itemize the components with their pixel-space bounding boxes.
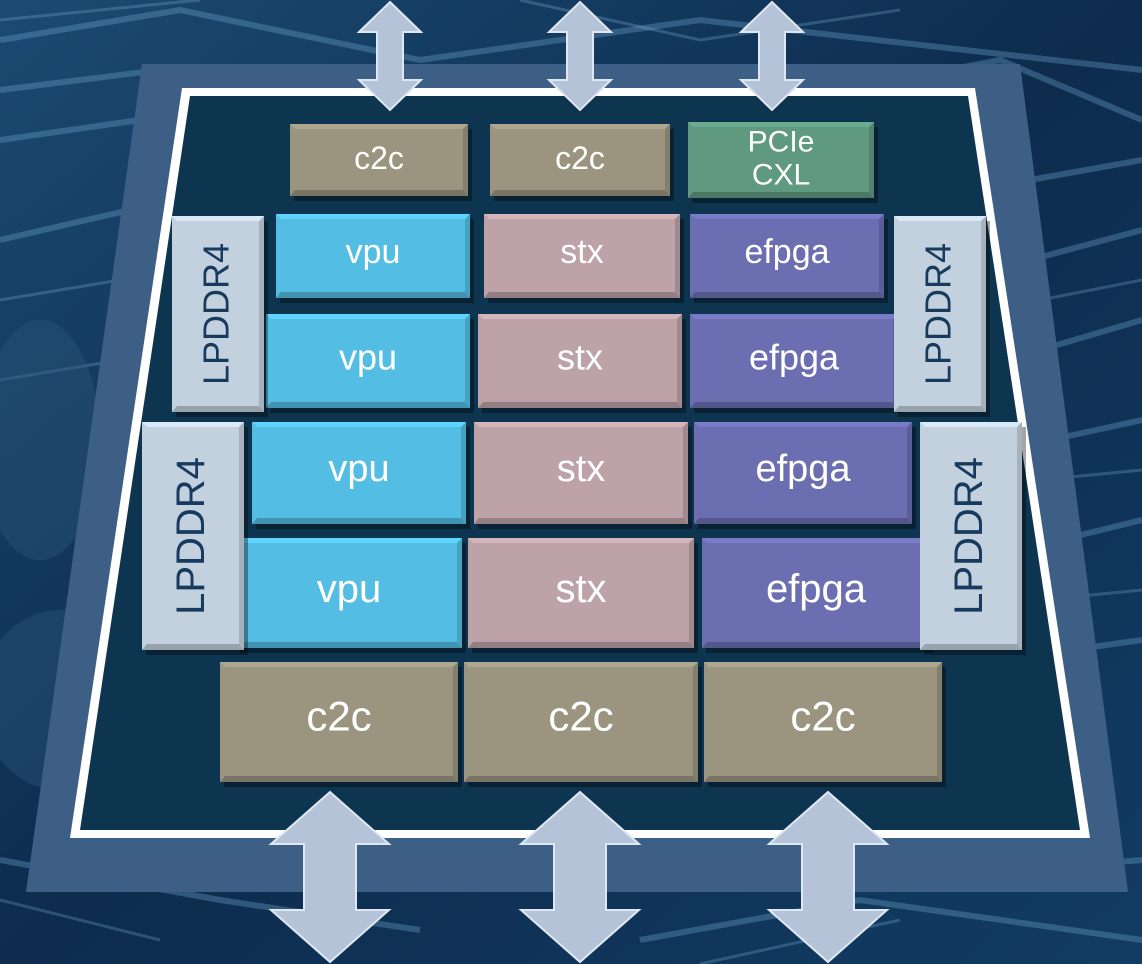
memory-label: LPDDR4 (169, 457, 213, 615)
efpga-block: efpga (702, 538, 934, 653)
bidirectional-arrow-top (546, 0, 614, 112)
c2c-block: c2c (220, 662, 462, 787)
memory-label: LPDDR4 (918, 243, 959, 385)
bidirectional-arrow-bottom (766, 790, 890, 964)
efpga-block: efpga (690, 314, 902, 413)
vpu-block: vpu (276, 214, 474, 303)
block-label: c2c (790, 693, 855, 740)
lpddr4-memory-left: LPDDR4 (142, 422, 248, 655)
vpu-block: vpu (252, 422, 470, 529)
bidirectional-arrow-bottom (518, 790, 642, 964)
stx-block: stx (468, 538, 698, 653)
c2c-block: c2c (490, 124, 674, 201)
lpddr4-memory-right: LPDDR4 (920, 422, 1026, 655)
c2c-block: c2c (704, 662, 946, 787)
c2c-block: c2c (464, 662, 702, 787)
stx-block: stx (484, 214, 684, 303)
vpu-block: vpu (266, 314, 474, 413)
stx-block: stx (478, 314, 686, 413)
efpga-block: efpga (690, 214, 888, 303)
block-label: stx (560, 233, 603, 271)
block-label: c2c (354, 140, 404, 176)
memory-label: LPDDR4 (947, 457, 991, 615)
lpddr4-memory-left: LPDDR4 (172, 216, 268, 417)
block-label: efpga (766, 567, 867, 611)
block-label: efpga (755, 448, 851, 490)
c2c-block: c2c (290, 124, 472, 201)
block-label: c2c (548, 693, 613, 740)
block-label: stx (557, 337, 603, 378)
block-label: c2c (306, 693, 371, 740)
block-label: vpu (328, 448, 389, 490)
block-label: vpu (346, 233, 401, 271)
block-label: vpu (339, 337, 397, 378)
bidirectional-arrow-top (738, 0, 806, 112)
block-label: stx (557, 448, 606, 490)
efpga-block: efpga (694, 422, 916, 529)
block-label: c2c (555, 140, 605, 176)
vpu-block: vpu (236, 538, 466, 653)
block-label: vpu (317, 567, 382, 611)
stx-block: stx (474, 422, 692, 529)
block-label: stx (555, 567, 606, 611)
block-label: efpga (749, 337, 840, 378)
bidirectional-arrow-bottom (268, 790, 392, 964)
lpddr4-memory-right: LPDDR4 (894, 216, 990, 417)
block-label: efpga (744, 233, 829, 271)
bidirectional-arrow-top (356, 0, 424, 112)
memory-label: LPDDR4 (196, 243, 237, 385)
